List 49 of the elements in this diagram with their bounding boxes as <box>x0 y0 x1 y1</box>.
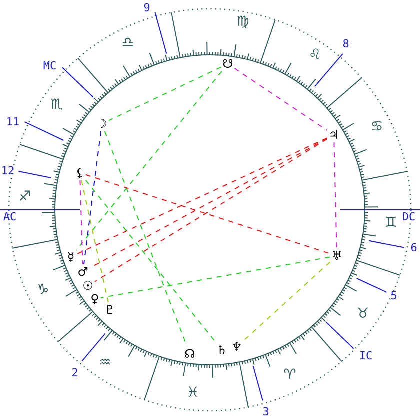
planet-symbol: ♆ <box>232 341 242 353</box>
planet-symbol: ☽ <box>96 118 108 130</box>
aspect-line <box>84 131 102 265</box>
planet-symbol: ☿ <box>67 251 75 263</box>
house-number: 9 <box>144 2 150 14</box>
angle-label: MC <box>43 60 57 72</box>
aspect-line <box>80 180 84 265</box>
planet-symbol: ☉ <box>82 280 94 292</box>
zodiac-sign-symbol: ♉ <box>356 307 370 321</box>
zodiac-sign-symbol: ♈ <box>284 368 296 382</box>
aspect-line <box>81 180 109 303</box>
house-number: 6 <box>410 242 418 254</box>
zodiac-sign-symbol: ♎ <box>122 36 134 50</box>
planet-symbol: ♂ <box>78 266 88 278</box>
aspect-line <box>100 256 331 298</box>
house-number: 12 <box>1 166 15 176</box>
house-number: 5 <box>390 290 398 302</box>
aspect-line <box>334 142 338 249</box>
planet-symbol: ♀ <box>90 293 100 305</box>
lunar-node-symbol: ☋ <box>222 58 234 70</box>
angle-label: DC <box>402 212 416 222</box>
house-number: 3 <box>262 406 270 418</box>
lunar-node-symbol: ☊ <box>184 348 196 360</box>
aspect-line <box>108 66 222 122</box>
angle-label: AC <box>3 212 17 222</box>
planet-symbol: ⚸ <box>76 167 84 179</box>
zodiac-sign-symbol: ♒ <box>98 356 112 370</box>
aspect-line <box>85 174 331 254</box>
house-number: 2 <box>72 368 78 378</box>
zodiac-sign-symbol: ♏ <box>50 98 64 112</box>
zodiac-sign-symbol: ♍ <box>236 15 250 29</box>
planet-symbol: ♅ <box>332 250 342 262</box>
zodiac-sign-symbol: ♓ <box>186 386 200 400</box>
angle-label: IC <box>359 350 373 362</box>
aspect-line <box>85 180 216 343</box>
zodiac-sign-symbol: ♋ <box>370 120 384 134</box>
aspect-line <box>104 131 188 347</box>
zodiac-sign-symbol: ♐ <box>18 190 32 204</box>
planet-symbol: ♄ <box>216 344 228 356</box>
house-number: 8 <box>342 38 350 50</box>
aspect-line <box>243 262 331 342</box>
house-number: 11 <box>6 116 20 128</box>
zodiac-sign-symbol: ♊ <box>384 216 398 230</box>
planet-symbol: ♇ <box>104 304 116 316</box>
zodiac-sign-symbol: ♑ <box>36 283 50 297</box>
planet-symbol: ♃ <box>328 129 340 141</box>
zodiac-sign-symbol: ♌ <box>308 48 322 62</box>
aspect-line <box>76 71 222 252</box>
aspect-line <box>234 68 328 131</box>
